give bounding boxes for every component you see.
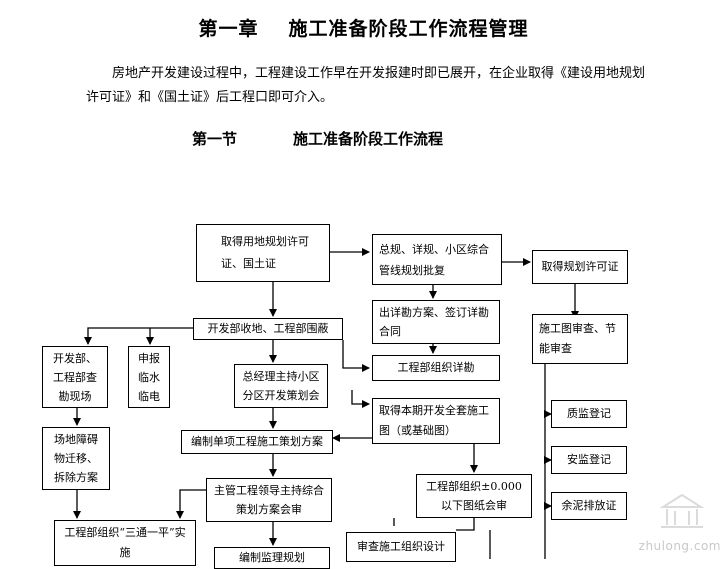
plan-approval-label: 总规、详规、小区综合管线规划批复: [379, 242, 489, 277]
leader-meeting-label: 主管工程领导主持综合策划方案会审: [214, 484, 324, 516]
land-permit-box: 取得用地规划许可证、国土证: [196, 224, 330, 282]
single-plan-label: 编制单项工程施工策划方案: [191, 435, 323, 448]
supervision-label: 编制监理规划: [239, 551, 305, 564]
site-fence-box: 开发部收地、工程部围蔽: [193, 318, 343, 340]
planning-permit-box: 取得规划许可证: [532, 250, 628, 284]
watermark-text: zhulong.com: [638, 539, 721, 553]
gm-meeting-label: 总经理主持小区分区开发策划会: [242, 370, 320, 402]
construction-drawings-box: 取得本期开发全套施工图（或基础图）: [372, 398, 500, 444]
quality-reg-box: 质监登记: [551, 400, 627, 428]
intro-text: 房地产开发建设过程中，工程建设工作早在开发报建时即已展开，在企业取得《建设用地规…: [86, 66, 646, 105]
detailed-plan-label: 出详勘方案、签订详勘合同: [379, 306, 489, 338]
report-utilities-box: 申报临水临电: [128, 346, 170, 408]
slurry-permit-label: 余泥排放证: [561, 499, 617, 512]
construction-drawings-label: 取得本期开发全套施工图（或基础图）: [379, 404, 489, 437]
chapter-heading: 施工准备阶段工作流程管理: [288, 18, 529, 40]
org-design-review-label: 审查施工组织设计: [357, 540, 445, 553]
section-number: 第一节: [192, 130, 238, 148]
quality-reg-label: 质监登记: [567, 407, 611, 420]
drawing-review-box: 施工图审查、节能审查: [532, 314, 628, 364]
safety-reg-label: 安监登记: [567, 453, 611, 466]
planning-permit-label: 取得规划许可证: [541, 260, 619, 273]
three-one-box: 工程部组织“三通一平”实施: [54, 520, 196, 566]
detailed-plan-box: 出详勘方案、签订详勘合同: [372, 300, 500, 344]
intro-paragraph: 房地产开发建设过程中，工程建设工作早在开发报建时即已展开，在企业取得《建设用地规…: [86, 62, 646, 110]
drawing-review-label: 施工图审查、节能审查: [539, 322, 616, 355]
below-zero-review-label: 工程部组织±0.000以下图纸会审: [426, 480, 522, 512]
supervision-box: 编制监理规划: [214, 547, 330, 569]
plan-approval-box: 总规、详规、小区综合管线规划批复: [372, 234, 502, 285]
report-utilities-label: 申报临水临电: [138, 351, 160, 403]
site-fence-label: 开发部收地、工程部围蔽: [207, 322, 329, 335]
single-plan-box: 编制单项工程施工策划方案: [181, 430, 333, 454]
chapter-title: 第一章 施工准备阶段工作流程管理: [0, 14, 727, 41]
dev-survey-label: 开发部、工程部查勘现场: [53, 351, 97, 403]
org-design-review-box: 审查施工组织设计: [346, 532, 456, 562]
safety-reg-box: 安监登记: [551, 446, 627, 474]
site-clearance-label: 场地障碍物迁移、拆除方案: [54, 433, 98, 484]
zhulong-logo-icon: [659, 493, 705, 528]
dev-survey-box: 开发部、工程部查勘现场: [42, 346, 108, 408]
leader-meeting-box: 主管工程领导主持综合策划方案会审: [206, 478, 332, 522]
site-clearance-box: 场地障碍物迁移、拆除方案: [42, 427, 110, 490]
eng-survey-box: 工程部组织详勘: [372, 355, 500, 381]
eng-survey-label: 工程部组织详勘: [397, 361, 475, 374]
below-zero-review-box: 工程部组织±0.000以下图纸会审: [416, 474, 532, 518]
gm-meeting-box: 总经理主持小区分区开发策划会: [234, 364, 328, 408]
slurry-permit-box: 余泥排放证: [551, 492, 627, 520]
land-permit-label: 取得用地规划许可证、国土证: [221, 235, 309, 270]
three-one-label: 工程部组织“三通一平”实施: [64, 526, 186, 559]
chapter-number: 第一章: [198, 18, 259, 40]
section-title: 第一节 施工准备阶段工作流程: [192, 128, 443, 149]
section-heading: 施工准备阶段工作流程: [293, 130, 444, 148]
